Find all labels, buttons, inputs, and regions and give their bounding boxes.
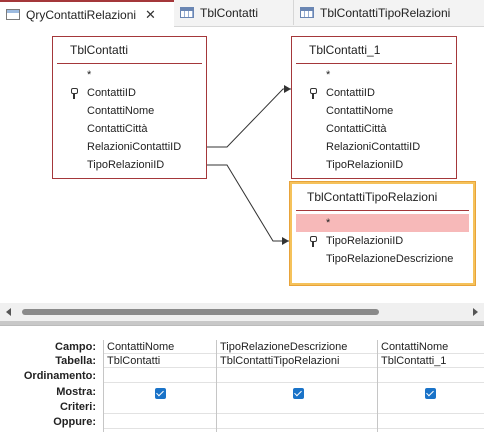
table-tblcontatti[interactable]: TblContatti * ContattiID ContattiNome Co… xyxy=(52,36,207,179)
field-item[interactable]: ContattiID xyxy=(292,84,456,102)
scroll-right-icon[interactable] xyxy=(473,308,478,316)
field-item[interactable]: TipoRelazioniID xyxy=(87,159,165,171)
campo-cell[interactable]: ContattiNome xyxy=(104,340,217,354)
table-icon xyxy=(300,7,314,18)
tab-label: TblContattiTipoRelazioni xyxy=(320,5,451,20)
primary-key-icon xyxy=(310,88,317,99)
query-icon xyxy=(6,9,20,20)
mostra-checkbox[interactable] xyxy=(425,388,436,399)
campo-cell[interactable]: ContattiNome xyxy=(378,340,484,354)
tab-qry-contatti-relazioni[interactable]: QryContattiRelazioni ✕ xyxy=(0,0,174,27)
row-label-criteri: Criteri: xyxy=(59,401,96,413)
primary-key-icon xyxy=(310,236,317,247)
row-label-campo: Campo: xyxy=(55,341,96,353)
close-icon[interactable]: ✕ xyxy=(145,6,156,22)
document-tab-bar: QryContattiRelazioni ✕ TblContatti TblCo… xyxy=(0,0,484,27)
tab-tbl-contatti[interactable]: TblContatti xyxy=(174,0,294,25)
table-title: TblContatti xyxy=(57,37,202,64)
mostra-checkbox[interactable] xyxy=(293,388,304,399)
grid-column-2[interactable]: TipoRelazioneDescrizione TblContattiTipo… xyxy=(216,340,378,432)
ordinamento-cell[interactable] xyxy=(217,369,378,383)
field-item[interactable]: * xyxy=(87,69,92,81)
tab-label: TblContatti xyxy=(200,5,259,20)
table-title: TblContatti_1 xyxy=(296,37,452,64)
join-arrow-icon xyxy=(282,237,289,245)
mostra-checkbox[interactable] xyxy=(155,388,166,399)
tab-tbl-contatti-tipo-relazioni[interactable]: TblContattiTipoRelazioni xyxy=(294,0,484,25)
row-label-ordinamento: Ordinamento: xyxy=(23,370,96,382)
criteri-cell[interactable] xyxy=(378,400,484,414)
field-item[interactable]: TipoRelazioniID xyxy=(292,232,473,250)
field-label: ContattiID xyxy=(87,87,136,99)
tabella-cell[interactable]: TblContatti_1 xyxy=(378,354,484,368)
query-design-grid: Campo: Tabella: Ordinamento: Mostra: Cri… xyxy=(0,326,484,432)
scroll-left-icon[interactable] xyxy=(6,308,11,316)
field-item[interactable]: RelazioniContattiID xyxy=(326,141,421,153)
field-item[interactable]: RelazioniContattiID xyxy=(87,141,182,153)
scrollbar-thumb[interactable] xyxy=(22,309,379,315)
join-line-contatti[interactable] xyxy=(207,88,291,148)
field-item[interactable]: * xyxy=(326,69,331,81)
oppure-cell[interactable] xyxy=(217,415,378,429)
tabella-cell[interactable]: TblContattiTipoRelazioni xyxy=(217,354,378,368)
horizontal-scrollbar[interactable] xyxy=(0,303,484,321)
grid-column-1[interactable]: ContattiNome TblContatti xyxy=(103,340,217,432)
field-item[interactable]: TipoRelazioniID xyxy=(326,159,404,171)
field-label: TipoRelazioniID xyxy=(326,235,404,247)
field-item[interactable]: ContattiNome xyxy=(87,105,155,117)
criteri-cell[interactable] xyxy=(104,400,217,414)
table-icon xyxy=(180,7,194,18)
field-item[interactable]: * xyxy=(296,214,469,232)
field-item[interactable]: ContattiID xyxy=(53,84,206,102)
field-item[interactable]: TipoRelazioneDescrizione xyxy=(326,253,454,265)
oppure-cell[interactable] xyxy=(104,415,217,429)
field-item[interactable]: ContattiNome xyxy=(326,105,394,117)
grid-column-3[interactable]: ContattiNome TblContatti_1 xyxy=(377,340,484,432)
ordinamento-cell[interactable] xyxy=(378,369,484,383)
criteri-cell[interactable] xyxy=(217,400,378,414)
tab-label: QryContattiRelazioni xyxy=(26,7,137,22)
join-line-tipo-relazioni[interactable] xyxy=(207,164,289,242)
field-label: ContattiID xyxy=(326,87,375,99)
row-label-mostra: Mostra: xyxy=(56,386,96,398)
table-tblcontattitiporelazioni[interactable]: TblContattiTipoRelazioni * TipoRelazioni… xyxy=(290,182,475,285)
pane-splitter[interactable] xyxy=(0,321,484,326)
join-arrow-icon xyxy=(284,85,291,93)
oppure-cell[interactable] xyxy=(378,415,484,429)
primary-key-icon xyxy=(71,88,78,99)
row-label-tabella: Tabella: xyxy=(55,355,96,367)
row-label-oppure: Oppure: xyxy=(53,416,96,428)
table-title: TblContattiTipoRelazioni xyxy=(296,184,469,211)
query-design-area[interactable]: TblContatti * ContattiID ContattiNome Co… xyxy=(0,27,484,303)
table-tblcontatti-1[interactable]: TblContatti_1 * ContattiID ContattiNome … xyxy=(291,36,457,179)
ordinamento-cell[interactable] xyxy=(104,369,217,383)
join-lines xyxy=(207,85,291,245)
tabella-cell[interactable]: TblContatti xyxy=(104,354,217,368)
campo-cell[interactable]: TipoRelazioneDescrizione xyxy=(217,340,378,354)
field-item[interactable]: ContattiCittà xyxy=(87,123,148,135)
field-item[interactable]: ContattiCittà xyxy=(326,123,387,135)
